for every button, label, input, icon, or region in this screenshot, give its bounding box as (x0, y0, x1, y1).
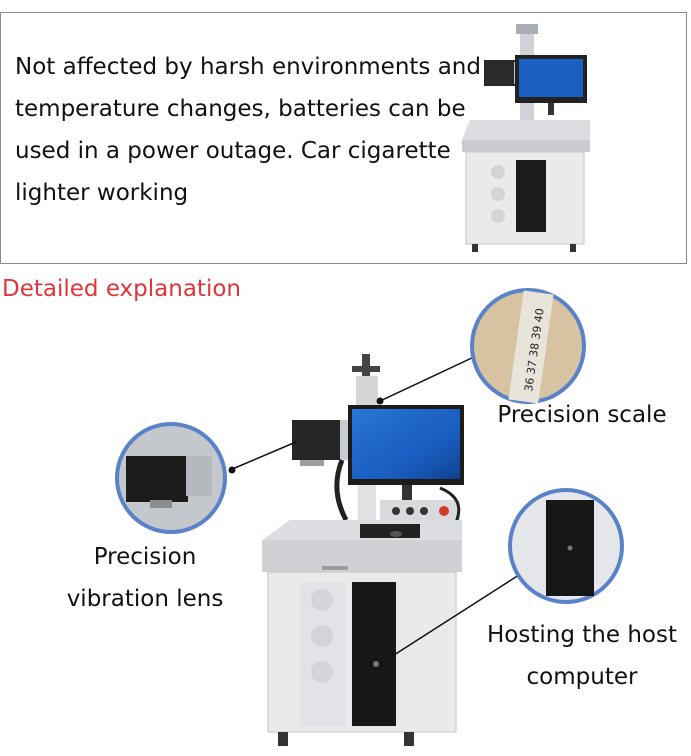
precision-lens-label-line1: Precision (93, 544, 197, 570)
precision-lens-label-line2: vibration lens (66, 586, 224, 612)
top-description-text: Not affected by harsh environments and t… (15, 54, 481, 206)
host-computer-label-line1: Hosting the host (487, 622, 677, 648)
host-computer-label-line2: computer (526, 664, 638, 690)
section-heading: Detailed explanation (2, 276, 241, 302)
precision-scale-label: Precision scale (497, 402, 667, 428)
